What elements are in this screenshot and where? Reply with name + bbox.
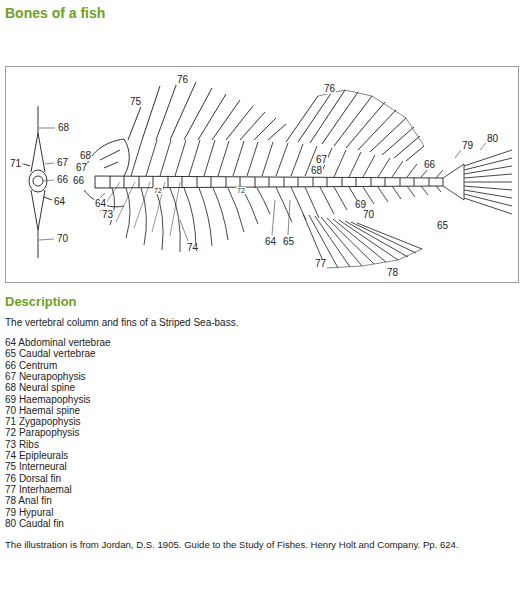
vertebral-column bbox=[95, 176, 443, 188]
callout-number: 78 bbox=[386, 268, 399, 278]
anal-fin bbox=[303, 214, 422, 268]
callout-number: 72 bbox=[236, 187, 246, 194]
legend-entry: 66 Centrum bbox=[5, 360, 57, 372]
legend-entry: 75 Interneural bbox=[5, 461, 67, 473]
callout-number: 72 bbox=[153, 187, 163, 194]
legend-entry: 70 Haemal spine bbox=[5, 405, 80, 417]
callout-number: 76 bbox=[323, 84, 336, 94]
legend-entry: 67 Neurapophysis bbox=[5, 371, 86, 383]
legend-entry: 80 Caudal fin bbox=[5, 518, 64, 530]
callout-number: 67 bbox=[75, 163, 88, 173]
haemal-spines bbox=[276, 186, 441, 222]
callout-number: 66 bbox=[72, 176, 85, 186]
figure-caption: The vertebral column and fins of a Strip… bbox=[5, 317, 238, 329]
callout-number: 77 bbox=[314, 259, 327, 269]
caudal-fin bbox=[443, 150, 512, 214]
callout-number: 69 bbox=[354, 200, 367, 210]
callout-number: 76 bbox=[176, 75, 189, 85]
callout-number: 68 bbox=[57, 123, 70, 133]
callout-number: 65 bbox=[282, 237, 295, 247]
callout-number: 73 bbox=[101, 210, 114, 220]
legend-entry: 73 Ribs bbox=[5, 439, 39, 451]
ribs bbox=[100, 182, 270, 252]
callout-number: 71 bbox=[9, 159, 22, 169]
neural-spines bbox=[131, 140, 443, 178]
skull bbox=[84, 139, 129, 207]
callout-number: 64 bbox=[94, 199, 107, 209]
legend-entry: 64 Abdominal vertebrae bbox=[5, 337, 111, 349]
legend-entry: 69 Haemapophysis bbox=[5, 394, 91, 406]
callout-number: 80 bbox=[486, 134, 499, 144]
legend-entry: 78 Anal fin bbox=[5, 495, 52, 507]
cross-section bbox=[24, 106, 52, 258]
callout-number: 70 bbox=[56, 234, 69, 244]
callout-number: 67 bbox=[56, 158, 69, 168]
callout-number: 67 bbox=[315, 155, 328, 165]
page-title: Bones of a fish bbox=[5, 5, 105, 21]
legend-entry: 65 Caudal vertebrae bbox=[5, 348, 96, 360]
callout-number: 65 bbox=[436, 221, 449, 231]
callout-number: 79 bbox=[461, 141, 474, 151]
callout-number: 64 bbox=[53, 197, 66, 207]
legend-entry: 68 Neural spine bbox=[5, 382, 75, 394]
legend-entry: 72 Parapophysis bbox=[5, 427, 80, 439]
legend-entry: 76 Dorsal fin bbox=[5, 473, 61, 485]
callout-number: 74 bbox=[186, 243, 199, 253]
legend-entry: 71 Zygapophysis bbox=[5, 416, 81, 428]
legend-entry: 79 Hypural bbox=[5, 507, 53, 519]
legend-entry: 74 Epipleurals bbox=[5, 450, 68, 462]
callout-number: 66 bbox=[423, 160, 436, 170]
source-citation: The illustration is from Jordan, D.S. 19… bbox=[5, 539, 515, 550]
callout-number: 66 bbox=[56, 175, 69, 185]
section-heading: Description bbox=[5, 295, 77, 310]
callout-number: 68 bbox=[79, 151, 92, 161]
legend-entry: 77 Interhaemal bbox=[5, 484, 72, 496]
figure-frame bbox=[6, 67, 519, 283]
callout-number: 75 bbox=[129, 97, 142, 107]
callout-number: 70 bbox=[362, 210, 375, 220]
leader-lines bbox=[20, 128, 486, 241]
callout-number: 68 bbox=[310, 166, 323, 176]
dorsal-fin bbox=[128, 80, 424, 161]
callout-number: 64 bbox=[264, 237, 277, 247]
